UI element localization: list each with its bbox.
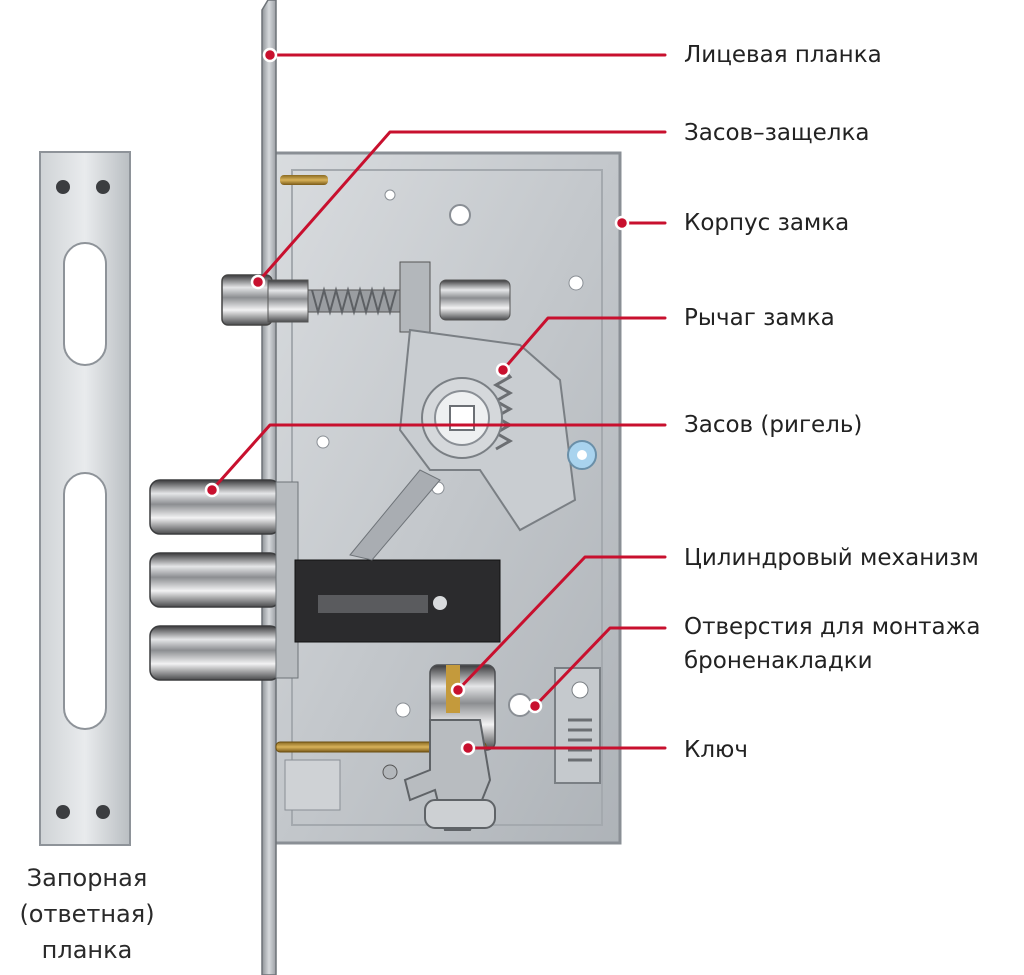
- leader-dot-face-plate: [264, 49, 276, 61]
- caption-line-2: (ответная): [19, 900, 154, 928]
- leader-dot-armor-holes: [529, 700, 541, 712]
- leader-dot-lock-body: [616, 217, 628, 229]
- strike-plate-caption: Запорная (ответная) планка: [19, 864, 154, 964]
- leader-dot-latch-bolt: [252, 276, 264, 288]
- strike-plate: [40, 152, 130, 845]
- callout-labels: Лицевая планка Засов–защелка Корпус замк…: [684, 42, 980, 763]
- label-cylinder: Цилиндровый механизм: [684, 545, 979, 571]
- leader-dot-lock-lever: [497, 364, 509, 376]
- label-key: Ключ: [684, 737, 748, 763]
- leader-dot-deadbolt: [206, 484, 218, 496]
- label-lock-lever: Рычаг замка: [684, 305, 835, 331]
- label-face-plate: Лицевая планка: [684, 42, 882, 68]
- caption-line-1: Запорная: [27, 864, 148, 892]
- leader-dot-key: [462, 742, 474, 754]
- caption-line-3: планка: [42, 936, 133, 964]
- label-armor-holes-line-2: броненакладки: [684, 648, 873, 674]
- strike-plate-latch-slot: [64, 243, 106, 365]
- armor-mount-bracket: [555, 668, 600, 783]
- strike-plate-bolt-slot: [64, 473, 106, 729]
- label-latch-bolt: Засов–защелка: [684, 120, 869, 146]
- label-armor-holes-line-1: Отверстия для монтажа: [684, 614, 980, 640]
- label-deadbolt: Засов (ригель): [684, 412, 862, 438]
- label-lock-body: Корпус замка: [684, 210, 849, 236]
- leader-dot-cylinder: [452, 684, 464, 696]
